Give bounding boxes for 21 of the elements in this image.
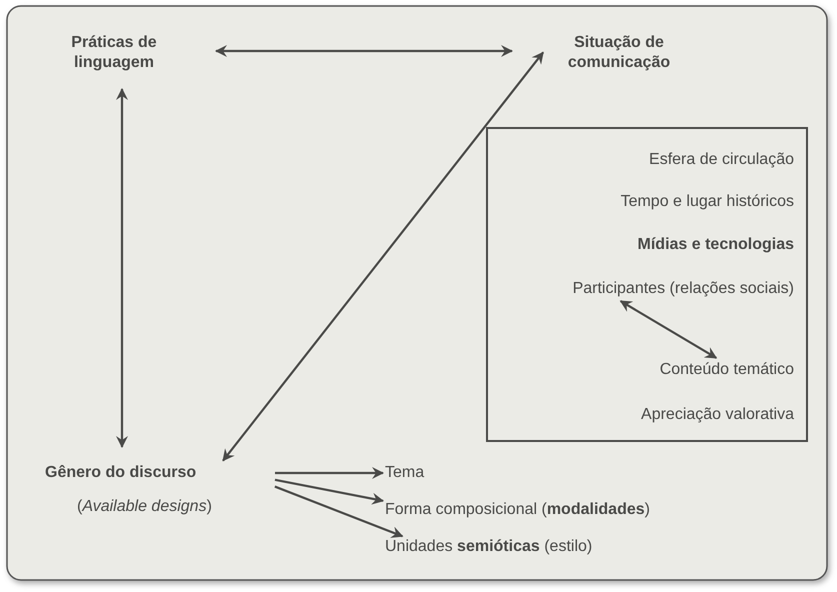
node-label: Unidades semióticas (estilo) (385, 537, 592, 557)
frame-box (486, 127, 808, 442)
node-label: Tempo e lugar históricos (620, 192, 794, 212)
arrow (274, 486, 404, 538)
node-label: Forma composicional (modalidades) (385, 500, 650, 520)
node-label: Participantes (relações sociais) (572, 279, 794, 299)
node-label: Mídias e tecnologias (638, 235, 794, 255)
node-subtitle: (Available designs) (77, 497, 213, 517)
node-label: Conteúdo temático (660, 360, 794, 380)
node-label: Gênero do discurso (45, 463, 198, 483)
arrow (215, 45, 513, 57)
node-label: Situação de comunicação (566, 33, 672, 73)
arrow (275, 467, 384, 479)
arrow (620, 300, 718, 359)
node-label: Tema (385, 463, 424, 483)
node-label: Apreciação valorativa (641, 405, 794, 425)
arrow (222, 52, 544, 462)
arrow (274, 478, 384, 505)
node-label: Esfera de circulação (649, 150, 794, 170)
arrow (116, 88, 128, 448)
node-label: Práticas de linguagem (70, 33, 158, 73)
